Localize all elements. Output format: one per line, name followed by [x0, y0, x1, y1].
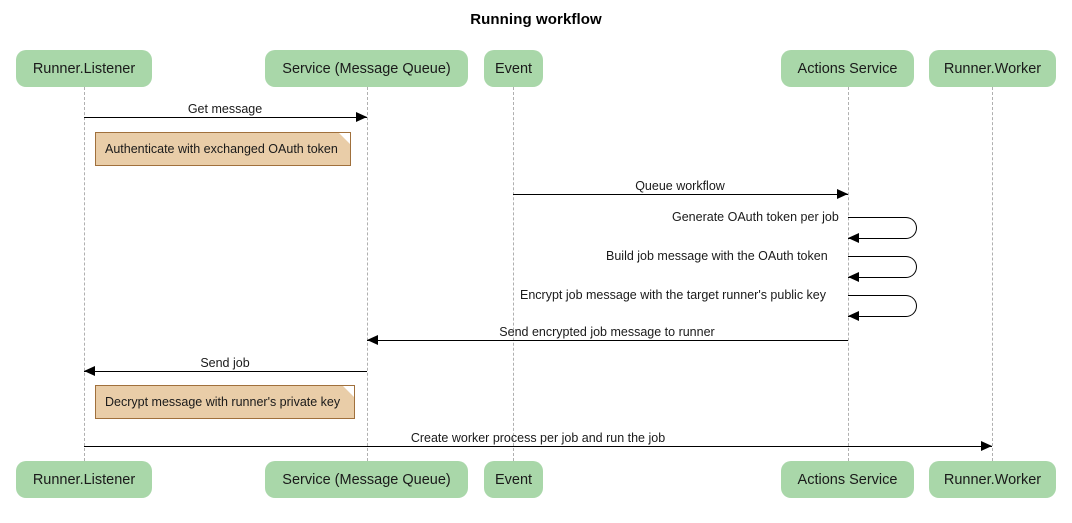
note-label: Decrypt message with runner's private ke… — [105, 395, 341, 409]
participant-label: Service (Message Queue) — [282, 60, 451, 77]
message-line-send-encrypted-job — [367, 340, 848, 341]
participant-runner-worker-bottom[interactable]: Runner.Worker — [929, 461, 1056, 498]
lifeline-runner-listener — [84, 87, 85, 461]
note-decrypt-private-key: Decrypt message with runner's private ke… — [95, 385, 355, 419]
message-label-build-job-message: Build job message with the OAuth token — [606, 249, 828, 263]
message-line-send-job — [84, 371, 367, 372]
message-line-get-message — [84, 117, 367, 118]
message-label-create-worker-process: Create worker process per job and run th… — [410, 431, 666, 445]
participant-actions-service-top[interactable]: Actions Service — [781, 50, 914, 87]
message-label-queue-workflow: Queue workflow — [635, 179, 725, 193]
arrowhead-left-send-encrypted-job — [367, 334, 378, 345]
selfloop-encrypt-job-message — [848, 295, 917, 317]
selfloop-build-job-message — [848, 256, 917, 278]
note-fold-fill-icon — [343, 386, 354, 397]
message-label-generate-oauth-token: Generate OAuth token per job — [672, 210, 839, 224]
selfloop-generate-oauth-token — [848, 217, 917, 239]
arrowhead-return-encrypt-job-message — [848, 310, 859, 321]
arrowhead-left-send-job — [84, 365, 95, 376]
arrowhead-right-create-worker-process — [981, 440, 992, 451]
participant-label: Event — [494, 471, 533, 488]
participant-event-bottom[interactable]: Event — [484, 461, 543, 498]
participant-label: Actions Service — [797, 60, 898, 77]
participant-label: Runner.Listener — [32, 60, 136, 77]
lifeline-event — [513, 87, 514, 461]
page-title: Running workflow — [470, 11, 602, 28]
note-fold-fill-icon — [339, 133, 350, 144]
arrowhead-return-build-job-message — [848, 271, 859, 282]
arrowhead-right-queue-workflow — [837, 188, 848, 199]
message-line-create-worker-process — [84, 446, 992, 447]
participant-runner-listener-top[interactable]: Runner.Listener — [16, 50, 152, 87]
note-label: Authenticate with exchanged OAuth token — [105, 142, 338, 156]
participant-event-top[interactable]: Event — [484, 50, 543, 87]
participant-actions-service-bottom[interactable]: Actions Service — [781, 461, 914, 498]
participant-label: Actions Service — [797, 471, 898, 488]
message-label-encrypt-job-message: Encrypt job message with the target runn… — [520, 288, 827, 302]
arrowhead-right-get-message — [356, 111, 367, 122]
participant-runner-listener-bottom[interactable]: Runner.Listener — [16, 461, 152, 498]
message-label-get-message: Get message — [187, 102, 263, 116]
lifeline-service-mq — [367, 87, 368, 461]
arrowhead-return-generate-oauth-token — [848, 232, 859, 243]
participant-label: Event — [494, 60, 533, 77]
participant-label: Runner.Worker — [943, 60, 1042, 77]
lifeline-runner-worker — [992, 87, 993, 461]
participant-label: Service (Message Queue) — [282, 471, 451, 488]
participant-runner-worker-top[interactable]: Runner.Worker — [929, 50, 1056, 87]
participant-service-mq-top[interactable]: Service (Message Queue) — [265, 50, 468, 87]
participant-label: Runner.Listener — [32, 471, 136, 488]
message-line-queue-workflow — [513, 194, 848, 195]
note-authenticate-oauth: Authenticate with exchanged OAuth token — [95, 132, 351, 166]
message-label-send-job: Send job — [200, 356, 250, 370]
participant-label: Runner.Worker — [943, 471, 1042, 488]
participant-service-mq-bottom[interactable]: Service (Message Queue) — [265, 461, 468, 498]
message-label-send-encrypted-job: Send encrypted job message to runner — [499, 325, 715, 339]
